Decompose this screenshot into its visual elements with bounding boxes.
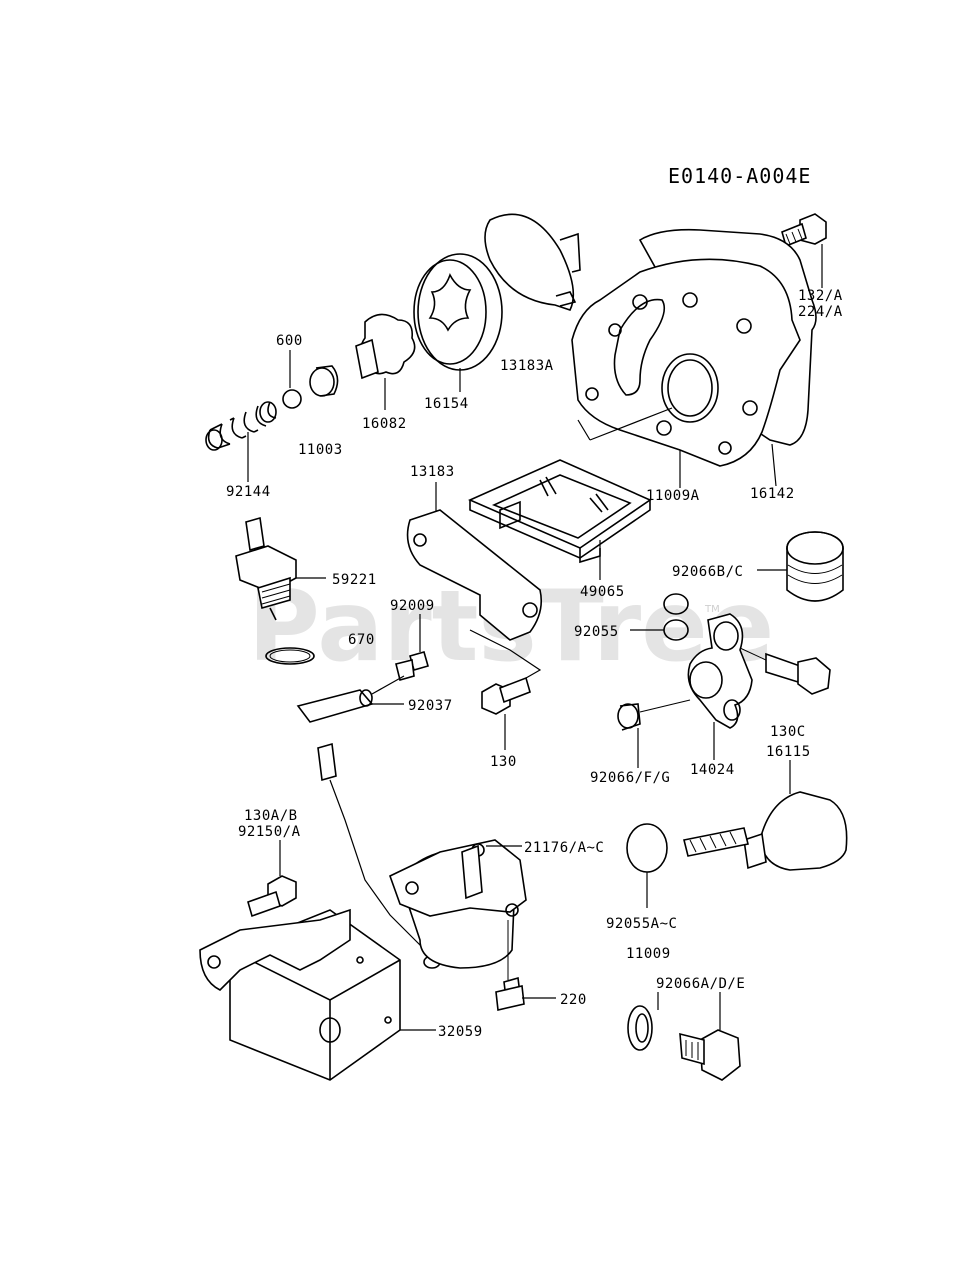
label-16154[interactable]: 16154: [424, 396, 469, 412]
label-14024[interactable]: 14024: [690, 762, 735, 778]
inner-rotor-16082[interactable]: [355, 313, 416, 380]
relief-valve-14024[interactable]: [687, 613, 753, 729]
label-92066FG[interactable]: 92066/F/G: [590, 770, 670, 786]
plate-13183A[interactable]: [484, 213, 581, 311]
label-11009[interactable]: 11009: [626, 946, 671, 962]
label-16142[interactable]: 16142: [750, 486, 795, 502]
label-59221[interactable]: 59221: [332, 572, 377, 588]
o-ring-92055A[interactable]: [626, 823, 668, 873]
label-16082[interactable]: 16082: [362, 416, 407, 432]
label-16115[interactable]: 16115: [766, 744, 811, 760]
label-11009A[interactable]: 11009A: [646, 488, 700, 504]
collar-92066F[interactable]: [617, 703, 641, 731]
label-670[interactable]: 670: [348, 632, 375, 648]
label-92055AC[interactable]: 92055A~C: [606, 916, 677, 932]
label-21176[interactable]: 21176/A~C: [524, 840, 604, 856]
label-600[interactable]: 600: [276, 333, 303, 349]
label-92144[interactable]: 92144: [226, 484, 271, 500]
label-92150A[interactable]: 92150/A: [238, 824, 301, 840]
washer-11009[interactable]: [627, 1005, 653, 1051]
label-49065[interactable]: 49065: [580, 584, 625, 600]
label-11003[interactable]: 11003: [298, 442, 343, 458]
label-130[interactable]: 130: [490, 754, 517, 770]
label-92066ADE[interactable]: 92066A/D/E: [656, 976, 745, 992]
screw-92009[interactable]: [395, 651, 429, 681]
label-132[interactable]: 132/A: [798, 288, 843, 304]
label-13183[interactable]: 13183: [410, 464, 455, 480]
oil-level-sensor-21176[interactable]: [389, 839, 527, 969]
label-32059[interactable]: 32059: [438, 1024, 483, 1040]
label-130AB[interactable]: 130A/B: [244, 808, 298, 824]
label-92009[interactable]: 92009: [390, 598, 435, 614]
bolt-132-part[interactable]: [781, 213, 827, 248]
bolt-130[interactable]: [481, 676, 531, 715]
o-ring-670[interactable]: [265, 647, 315, 665]
sleeve-92037[interactable]: [296, 689, 374, 723]
bolt-220[interactable]: [495, 976, 525, 1011]
collar-11003[interactable]: [309, 365, 339, 397]
bolt-130A[interactable]: [247, 875, 297, 918]
drain-plug-92066A[interactable]: [679, 1029, 741, 1081]
watermark-trademark: TM: [704, 604, 720, 615]
filter-screen-49065[interactable]: [468, 459, 652, 564]
o-ring-92055-a[interactable]: [663, 593, 689, 615]
label-224[interactable]: 224/A: [798, 304, 843, 320]
label-13183A[interactable]: 13183A: [500, 358, 554, 374]
label-92055[interactable]: 92055: [574, 624, 619, 640]
oil-pressure-switch-59221[interactable]: [235, 516, 297, 621]
bolt-relief-valve[interactable]: [765, 652, 831, 695]
ball-600[interactable]: [282, 389, 302, 409]
control-unit-32059[interactable]: [199, 908, 401, 1081]
bracket-13183[interactable]: [406, 509, 543, 641]
plug-92066B[interactable]: [786, 531, 844, 602]
label-92037[interactable]: 92037: [408, 698, 453, 714]
dipstick-16115[interactable]: [683, 791, 848, 871]
lead-terminal[interactable]: [317, 742, 337, 782]
diagram-code: E0140-A004E: [668, 164, 811, 188]
spring-92144[interactable]: [205, 401, 277, 451]
gasket-11009A[interactable]: [571, 258, 801, 467]
label-92066BC[interactable]: 92066B/C: [672, 564, 743, 580]
label-220[interactable]: 220: [560, 992, 587, 1008]
label-130C[interactable]: 130C: [770, 724, 806, 740]
outer-rotor-16154[interactable]: [413, 253, 503, 371]
